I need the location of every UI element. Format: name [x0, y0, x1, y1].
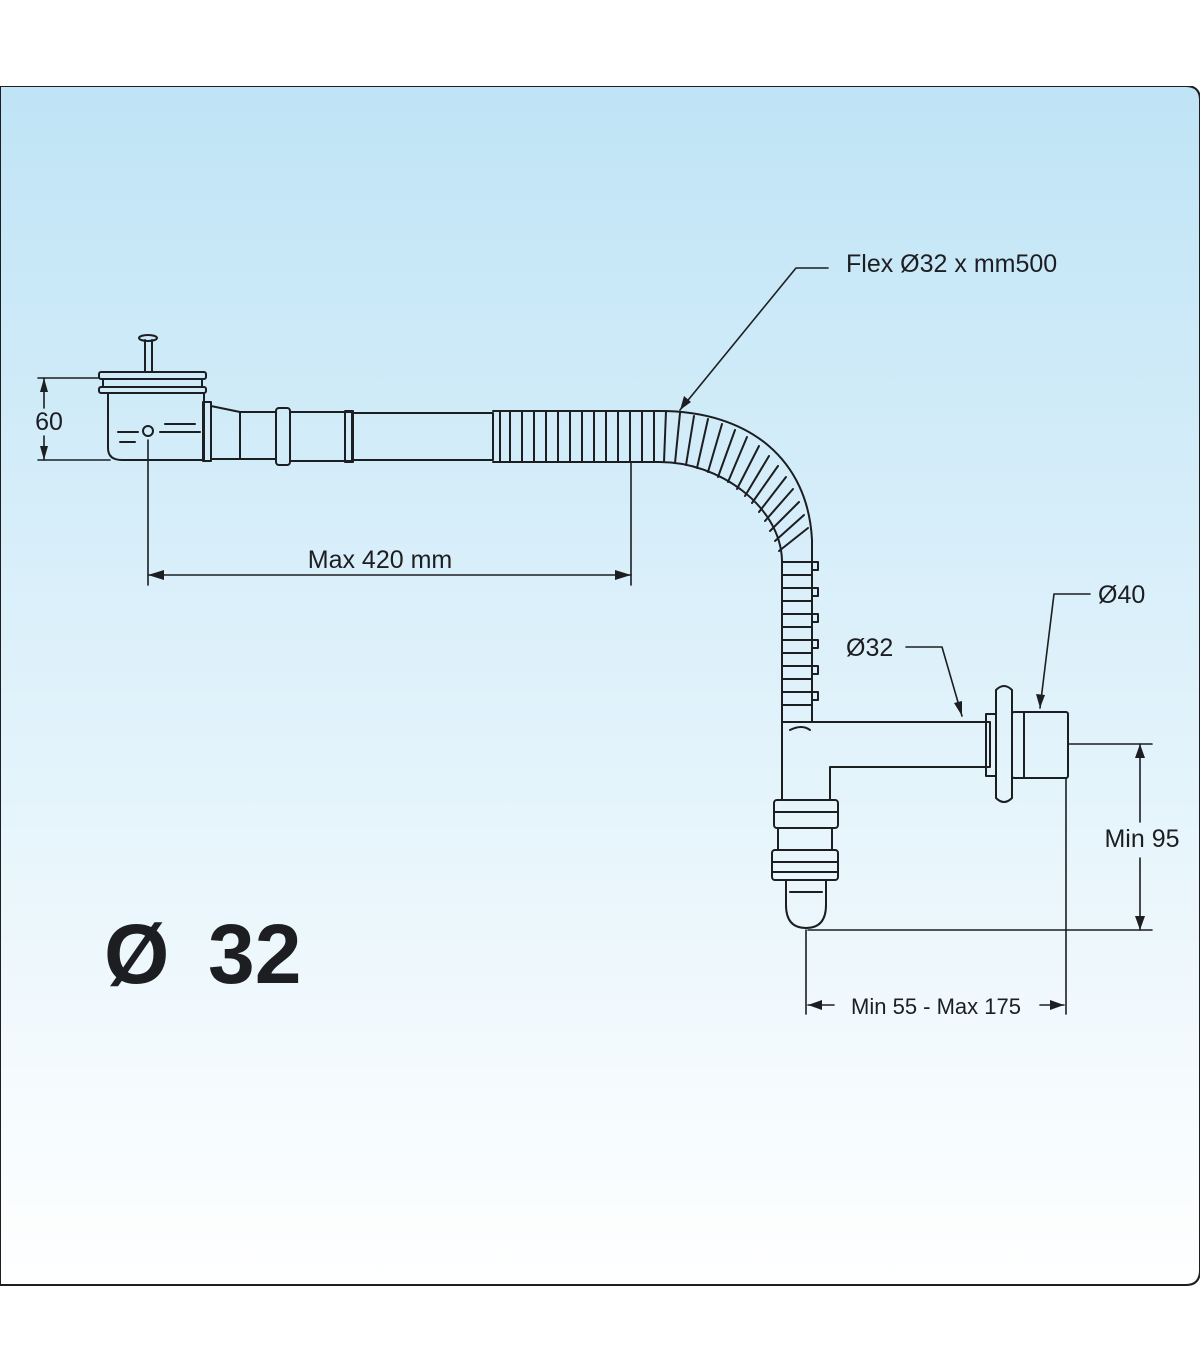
flex-hose-label: Flex Ø32 x mm500	[846, 250, 1057, 278]
min-95-label: Min 95	[1104, 825, 1179, 853]
height-60-label: 60	[35, 408, 63, 436]
inlet-diameter-label: Ø32	[846, 634, 893, 662]
diameter-value: 32	[208, 907, 301, 1001]
dimension-lines	[37, 267, 1153, 1015]
outlet-diameter-label: Ø40	[1098, 581, 1145, 609]
flex-hose	[492, 410, 819, 723]
basin-waste	[98, 334, 207, 461]
siphon-diagram: 60 Max 420 mm Flex Ø32 x mm500 Ø40 Ø32 M…	[0, 86, 1200, 1286]
panel-background	[0, 86, 1200, 1286]
dimension-arrows	[40, 378, 1145, 1010]
wall-outlet	[985, 685, 1069, 803]
diameter-symbol: Ø	[104, 907, 169, 1001]
max-420-label: Max 420 mm	[308, 546, 452, 574]
rigid-tube	[202, 401, 494, 466]
siphon-trap	[771, 721, 991, 929]
min-55-max-175-label: Min 55 - Max 175	[851, 994, 1021, 1019]
diagram-panel: 60 Max 420 mm Flex Ø32 x mm500 Ø40 Ø32 M…	[0, 86, 1200, 1286]
